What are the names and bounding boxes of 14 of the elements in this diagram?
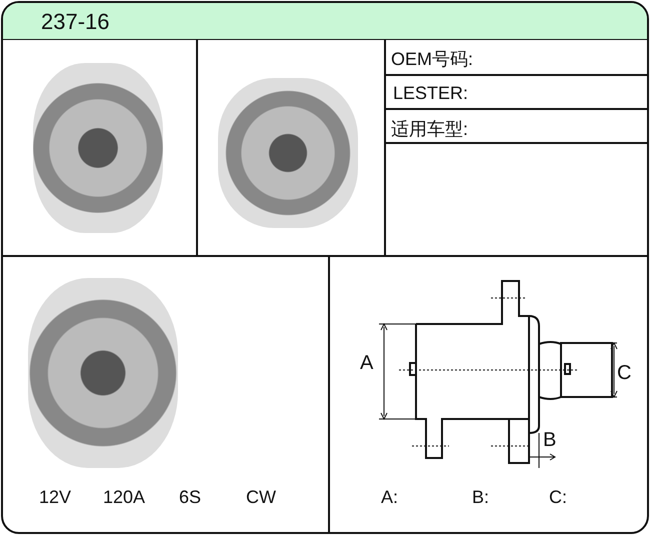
dimension-field: A: (381, 487, 398, 508)
field-label: 适用车型: (391, 118, 468, 141)
spec-value: 12V (39, 487, 72, 508)
spec-value: 6S (179, 487, 202, 508)
field-label: OEM号码: (391, 48, 474, 71)
dimension-label: B (543, 429, 556, 452)
dimension-field: C: (549, 487, 567, 508)
dimension-field: B: (472, 487, 490, 508)
field-label: LESTER: (393, 83, 468, 104)
spec-value: CW (246, 487, 276, 508)
dimension-label: C (617, 362, 632, 385)
spec-value: 120A (103, 487, 146, 508)
model-number: 237-16 (41, 9, 110, 35)
dimension-label: A (360, 352, 374, 375)
